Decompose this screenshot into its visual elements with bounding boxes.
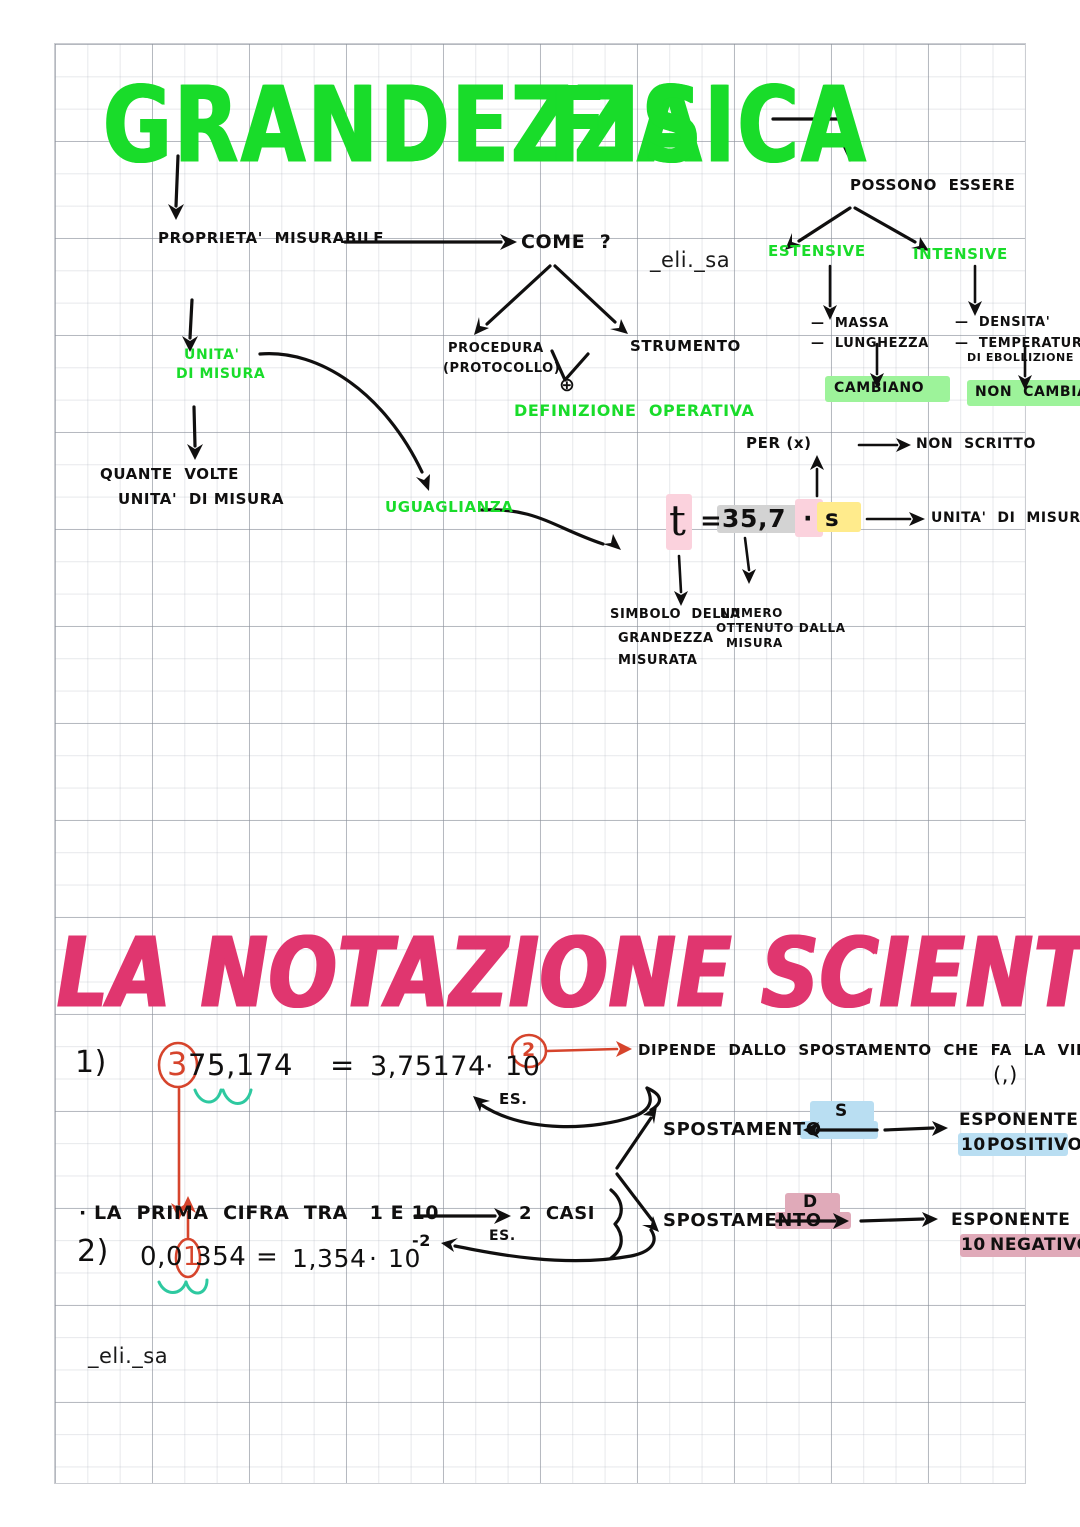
list-intensive-item-1: — DENSITA' <box>955 315 1051 330</box>
graph-paper-sheet: GRANDEZZA FISICA _eli._sa PROPRIETA' MIS… <box>55 44 1080 1483</box>
rule-result-2-casi: 2 CASI <box>519 1203 596 1224</box>
node-possono-essere: POSSONO ESSERE <box>850 176 1016 194</box>
node-procedura-line2: (PROTOCOLLO) <box>443 361 561 376</box>
highlight-unit <box>817 502 861 532</box>
case2-result-sign: NEGATIVO <box>990 1235 1080 1255</box>
formula-dot: · <box>803 504 814 533</box>
plus-symbol: ⊕ <box>559 374 576 396</box>
example1-dot: · <box>485 1051 495 1082</box>
node-quante-volte-line2: UNITA' DI MISURA <box>118 490 285 508</box>
label-per-x: PER (x) <box>746 434 812 452</box>
node-strumento: STRUMENTO <box>630 337 741 355</box>
label-cambiano: CAMBIANO <box>834 380 925 396</box>
node-unita-di-misura-line2: DI MISURA <box>176 366 266 382</box>
title-notazione-scientifica: LA NOTAZIONE SCIENTIFICA <box>57 916 1080 1030</box>
highlight-number <box>717 505 799 533</box>
case1-result-prefix: 10 <box>961 1135 986 1155</box>
case2-result-line1: ESPONENTE DEL <box>951 1210 1071 1230</box>
case2-result-prefix: 10 <box>961 1235 986 1255</box>
list-intensive-item-2-line1: — TEMPERATURA <box>955 336 1080 351</box>
highlight-letter-d <box>785 1193 840 1215</box>
case2-spostamento-label: SPOSTAMENTO <box>663 1210 822 1231</box>
example1-index: 1) <box>75 1045 107 1080</box>
highlight-positivo <box>958 1133 1068 1156</box>
label-non-scritto: NON SCRITTO <box>916 436 1036 452</box>
node-procedura-line1: PROCEDURA <box>448 341 544 356</box>
case1-result-line1: ESPONENTE DEL <box>959 1110 1079 1130</box>
label-numero-line2: OTTENUTO DALLA <box>716 621 846 635</box>
node-estensive: ESTENSIVE <box>768 242 866 260</box>
label-non-cambiano: NON CAMBIANO <box>975 384 1080 400</box>
label-simbolo-line3: MISURATA <box>618 653 698 668</box>
example1-equals: = <box>330 1048 355 1082</box>
es-label-2: ES. <box>489 1228 516 1244</box>
example2-value-prefix: 0,0 <box>140 1242 184 1272</box>
node-uguaglianza: UGUAGLIANZA <box>385 498 514 516</box>
title-grandezza: GRANDEZZA <box>103 64 704 187</box>
example1-first-digit: 3 <box>167 1045 188 1083</box>
example2-index: 2) <box>77 1234 109 1269</box>
node-intensive: INTENSIVE <box>913 245 1008 263</box>
example1-exponent: 2 <box>522 1039 536 1061</box>
highlight-negativo <box>960 1234 1080 1257</box>
note-dipende-line2: (,) <box>993 1063 1018 1087</box>
highlight-cambiano <box>825 376 950 402</box>
notes-page: GRANDEZZA FISICA _eli._sa PROPRIETA' MIS… <box>55 44 1080 1483</box>
example2-value-rest: 354 <box>195 1242 247 1272</box>
case2-direction-letter: D <box>803 1192 818 1212</box>
example2-equals: = <box>256 1242 279 1272</box>
label-numero-line1: NUMERO <box>720 606 783 620</box>
case1-direction-letter: S <box>835 1101 848 1121</box>
watermark-top: _eli._sa <box>650 248 731 272</box>
node-proprieta-misurabile: PROPRIETA' MISURABILE <box>158 229 385 247</box>
formula-equals: = <box>700 506 723 536</box>
example2-base: 10 <box>388 1244 422 1273</box>
title-fisica: FISICA <box>549 64 869 187</box>
case1-spostamento-label: SPOSTAMENTO <box>663 1119 822 1140</box>
node-quante-volte-line1: QUANTE VOLTE <box>100 465 240 483</box>
example2-dot: · <box>369 1244 378 1273</box>
note-dipende-line1: DIPENDE DALLO SPOSTAMENTO CHE FA LA VIRG… <box>638 1041 1080 1059</box>
example1-value-rest: 75,174 <box>188 1048 294 1082</box>
label-unita-misura-formula: UNITA' DI MISURA <box>931 510 1080 526</box>
example2-exponent: -2 <box>412 1231 431 1250</box>
list-estensive-item-2: — LUNGHEZZA <box>811 336 929 351</box>
node-definizione-operativa: DEFINIZIONE OPERATIVA <box>514 401 755 420</box>
list-intensive-item-2-line2: DI EBOLLIZIONE <box>967 351 1074 364</box>
rule-prima-cifra: · LA PRIMA CIFRA TRA 1 E 10 <box>79 1202 440 1224</box>
node-come: COME ? <box>521 231 612 253</box>
highlight-symbol-t <box>666 494 692 550</box>
es-label-1: ES. <box>499 1090 528 1108</box>
case1-result-sign: POSITIVO <box>987 1135 1080 1155</box>
example2-mantissa: 1,354 <box>292 1244 367 1273</box>
list-estensive-item-1: — MASSA <box>811 316 890 331</box>
formula-number: 35,7 <box>722 504 787 533</box>
watermark-bottom: _eli._sa <box>88 1344 169 1368</box>
formula-unit: s <box>825 506 840 532</box>
example1-mantissa: 3,75174 <box>370 1051 486 1082</box>
node-unita-di-misura-line1: UNITA' <box>184 347 240 363</box>
highlight-letter-s <box>810 1101 874 1123</box>
label-simbolo-line1: SIMBOLO DELLA <box>610 607 741 622</box>
label-simbolo-line2: GRANDEZZA <box>618 631 714 646</box>
label-numero-line3: MISURA <box>726 636 783 650</box>
formula-symbol: t <box>669 496 687 545</box>
